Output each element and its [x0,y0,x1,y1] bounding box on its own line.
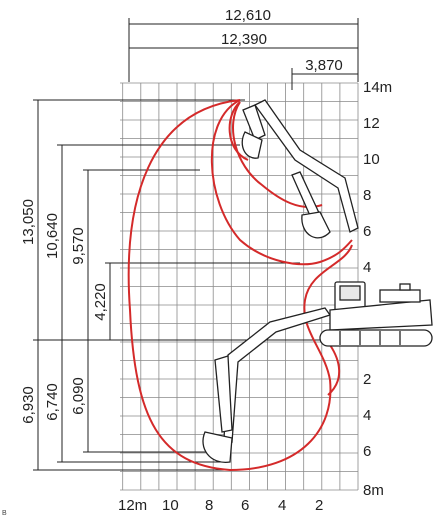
left-dimension-lines [33,99,358,471]
outer-envelope-curve [127,99,353,472]
total-reach-label: 12,610 [225,7,271,24]
bottom-swing-curve [327,344,341,396]
excavator-body [329,281,433,331]
footnote-mark: B [2,510,7,517]
right-axis-label-6-below: 6 [363,443,371,460]
right-axis-label-4-below: 4 [363,407,371,424]
bottom-axis-label-8: 8 [205,497,213,514]
bottom-axis-label-12m: 12m [118,497,147,514]
top-dimension-lines [128,18,359,90]
min-dump-height-label: 4,220 [92,283,109,321]
bottom-axis-label-2: 2 [315,497,323,514]
middle-envelope-curve [210,99,353,266]
vertical-wall-depth-label: 6,090 [70,377,87,415]
right-axis-label-10: 10 [363,151,380,168]
excavator-raised-boom [241,99,359,239]
max-cutting-height-label: 13,050 [20,199,37,245]
inner-envelope-curve [232,101,323,209]
working-envelope [127,99,353,472]
bottom-axis-label-6: 6 [241,497,249,514]
right-axis-label-4: 4 [363,259,371,276]
excavator-lowered-boom [202,307,332,463]
bottom-axis-label-10: 10 [162,497,179,514]
bottom-axis: 12m 10 8 6 4 2 [118,497,323,514]
max-digging-reach-label: 12,390 [221,31,267,48]
top-envelope-curve [228,101,249,161]
right-axis-label-2-below: 2 [363,371,371,388]
excavator-tracks [319,329,433,347]
max-digging-depth-label: 6,930 [20,386,37,424]
right-axis-label-8m: 8m [363,482,384,499]
bottom-axis-label-4: 4 [278,497,286,514]
right-axis: 14m 12 10 8 6 4 2 4 6 8m [363,79,392,499]
right-axis-label-14m: 14m [363,79,392,96]
dumping-height-2-label: 9,570 [70,227,87,265]
digging-depth-2-label: 6,740 [44,383,61,421]
min-swing-radius-label: 3,870 [305,57,343,74]
right-axis-label-6: 6 [363,223,371,240]
max-dumping-height-label: 10,640 [44,213,61,259]
right-axis-label-12: 12 [363,115,380,132]
right-axis-label-8: 8 [363,187,371,204]
